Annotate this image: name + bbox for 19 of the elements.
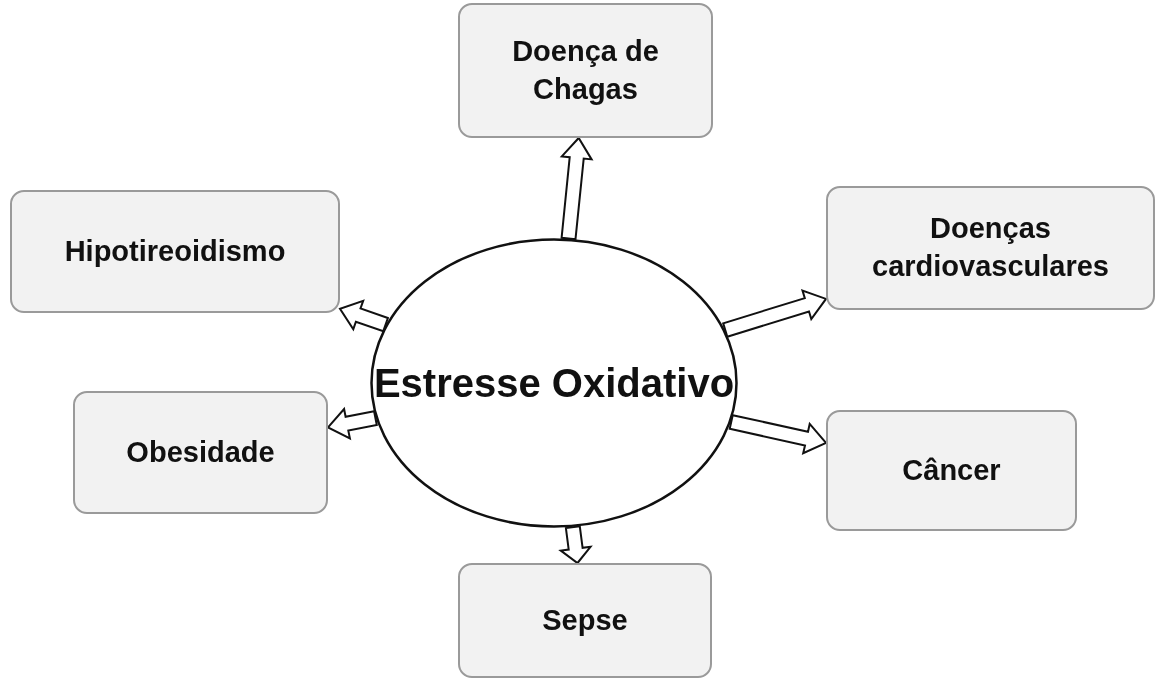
block-arrow bbox=[559, 136, 594, 241]
node-label: Obesidade bbox=[126, 434, 275, 470]
node-label: Hipotireoidismo bbox=[64, 233, 286, 269]
rounded-box bbox=[826, 186, 1155, 310]
block-arrow bbox=[721, 288, 828, 338]
rounded-box bbox=[458, 3, 713, 138]
block-arrow bbox=[338, 299, 390, 333]
rounded-box bbox=[826, 410, 1077, 531]
rounded-box bbox=[73, 391, 328, 514]
rounded-box bbox=[458, 563, 712, 678]
node-label: Doenças cardiovasculares bbox=[871, 211, 1110, 284]
rounded-box bbox=[10, 190, 340, 313]
node-label: Estresse Oxidativo bbox=[373, 360, 735, 407]
block-arrow bbox=[326, 406, 378, 441]
node-label: Doença de Chagas bbox=[511, 33, 660, 107]
node-label: Câncer bbox=[902, 452, 1001, 488]
block-arrow bbox=[558, 525, 593, 565]
block-arrow bbox=[728, 414, 828, 455]
node-label: Sepse bbox=[542, 602, 628, 638]
